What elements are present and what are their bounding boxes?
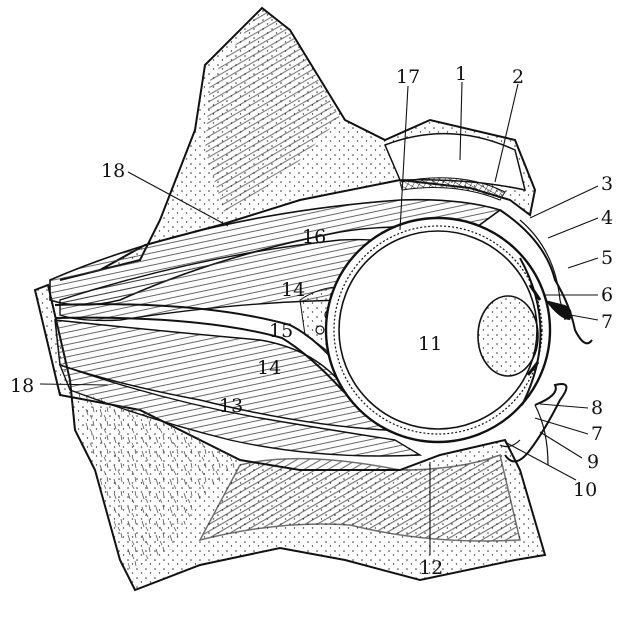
- label-16: 16: [302, 226, 326, 248]
- label-9: 9: [587, 451, 599, 473]
- label-2: 2: [512, 66, 524, 88]
- label-18-upper: 18: [101, 160, 125, 182]
- label-6: 6: [601, 284, 613, 306]
- label-18-lower: 18: [10, 375, 34, 397]
- label-17: 17: [396, 66, 420, 88]
- orbital-floor-bone: [33, 283, 547, 592]
- label-11: 11: [418, 333, 442, 355]
- orbital-roof-bone: [59, 6, 537, 281]
- label-10: 10: [573, 479, 597, 501]
- leader-lines: [39, 81, 599, 555]
- label-7-lower: 7: [591, 423, 603, 445]
- label-12: 12: [419, 557, 443, 579]
- label-14-lower: 14: [257, 357, 281, 379]
- optic-nerve-lower-edge: [54, 316, 356, 403]
- label-13: 13: [219, 395, 243, 417]
- label-4: 4: [601, 207, 613, 229]
- eyeball: [324, 216, 552, 444]
- label-8: 8: [591, 397, 603, 419]
- label-1: 1: [455, 63, 467, 85]
- lower-muscles: [54, 319, 423, 457]
- label-14-upper: 14: [281, 279, 305, 301]
- label-7-upper: 7: [601, 311, 613, 333]
- label-15: 15: [269, 320, 293, 342]
- eyelids: [499, 209, 593, 466]
- label-3: 3: [601, 173, 613, 195]
- label-5: 5: [601, 247, 613, 269]
